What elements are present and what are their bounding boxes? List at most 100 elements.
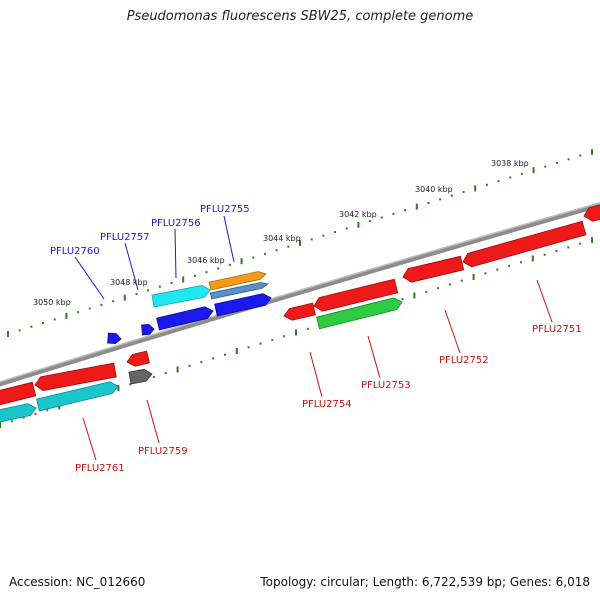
upper-scale-minor-tick — [310, 238, 313, 241]
upper-scale-minor-tick — [147, 289, 150, 292]
upper-scale-major-tick — [65, 312, 68, 319]
upper-scale-major-tick — [415, 203, 418, 210]
gene-label-pflu2761: PFLU2761 — [75, 463, 125, 474]
upper-scale-major-tick — [240, 258, 243, 265]
scale-label-3046: 3046 kbp — [187, 256, 225, 265]
gene-label-pflu2755: PFLU2755 — [200, 204, 250, 215]
leader-pflu2752 — [444, 309, 461, 354]
upper-scale-minor-tick — [439, 198, 442, 201]
gene-pflu2753-red-arrow — [313, 278, 399, 312]
upper-scale-minor-tick — [404, 209, 407, 212]
lower-scale-major-tick — [176, 366, 179, 373]
lower-scale-minor-tick — [129, 383, 132, 386]
lower-scale-major-tick — [295, 329, 297, 336]
labels-layer: 3038 kbp 3040 kbp 3042 kbp 3044 kbp 3046… — [33, 159, 582, 474]
upper-scale-major-tick — [474, 185, 477, 192]
upper-scale-minor-tick — [252, 256, 255, 259]
upper-scale-minor-tick — [275, 249, 278, 252]
lower-scale-major-tick — [235, 348, 238, 354]
upper-scale-major-tick — [182, 276, 185, 283]
lower-scale-major-tick — [413, 292, 416, 299]
lower-scale-minor-tick — [306, 327, 309, 330]
lower-scale-minor-tick — [212, 357, 215, 360]
lower-scale-minor-tick — [34, 412, 37, 415]
lower-scale-minor-tick — [223, 353, 226, 356]
leader-pflu2756 — [174, 228, 177, 279]
lower-scale-minor-tick — [247, 346, 250, 349]
upper-scale-minor-tick — [193, 274, 196, 277]
upper-scale-minor-tick — [42, 322, 45, 325]
lower-scale-minor-tick — [496, 268, 499, 271]
gene-small-forward-arrow — [141, 324, 155, 336]
upper-scale-minor-tick — [555, 161, 558, 164]
accession-text: Accession: NC_012660 — [9, 575, 146, 589]
upper-scale-minor-tick — [217, 267, 220, 270]
upper-scale-minor-tick — [158, 285, 161, 288]
lower-scale-minor-tick — [22, 416, 25, 419]
gene-label-pflu2751: PFLU2751 — [532, 324, 582, 335]
upper-scale-minor-tick — [77, 311, 80, 314]
lower-scale-minor-tick — [10, 420, 13, 423]
lower-scale-minor-tick — [579, 242, 582, 245]
upper-scale-minor-tick — [369, 220, 372, 223]
genome-summary: Topology: circular; Length: 6,722,539 bp… — [260, 575, 590, 589]
gene-pflu2760-arrow — [107, 332, 122, 344]
lower-scale-minor-tick — [200, 361, 203, 364]
upper-scale-minor-tick — [30, 325, 33, 328]
gene-pflu2759-small-arrow — [126, 350, 150, 367]
lower-scale-major-tick — [591, 237, 593, 243]
lower-scale-minor-tick — [46, 409, 49, 412]
upper-scale-minor-tick — [462, 191, 465, 194]
gene-pflu2761-arrow — [34, 362, 117, 392]
genome-backbone-highlight — [0, 202, 600, 383]
upper-scale-minor-tick — [100, 303, 103, 306]
lower-scale-minor-tick — [271, 338, 274, 341]
lower-scale-minor-tick — [401, 298, 404, 301]
gene-label-pflu2752: PFLU2752 — [439, 355, 489, 366]
lower-scale-minor-tick — [425, 290, 428, 293]
lower-scale-minor-tick — [567, 246, 570, 249]
upper-scale-minor-tick — [579, 154, 582, 157]
upper-scale-major-tick — [7, 331, 9, 337]
gene-label-pflu2753: PFLU2753 — [361, 380, 411, 391]
gene-pflu2757-arrow — [156, 306, 214, 331]
upper-scale-major-tick — [123, 294, 126, 301]
upper-scale-major-tick — [591, 149, 593, 155]
upper-scale-minor-tick — [497, 180, 500, 183]
scale-label-3044: 3044 kbp — [263, 234, 301, 243]
leader-pflu2751 — [536, 279, 553, 323]
lower-scale-major-tick — [0, 422, 1, 428]
upper-scale-minor-tick — [263, 252, 266, 255]
upper-scale-minor-tick — [322, 234, 325, 237]
upper-scale-minor-tick — [544, 165, 547, 168]
map-title: Pseudomonas fluorescens SBW25, complete … — [126, 9, 474, 24]
scale-label-3048: 3048 kbp — [110, 278, 148, 287]
scale-label-3042: 3042 kbp — [339, 210, 377, 219]
upper-scale-minor-tick — [205, 271, 208, 274]
upper-scale-minor-tick — [567, 158, 570, 161]
lower-scale-minor-tick — [543, 253, 546, 256]
upper-scale-minor-tick — [228, 263, 231, 266]
upper-scale-minor-tick — [112, 300, 115, 303]
gene-right-edge-arrow — [583, 204, 600, 222]
gene-pflu2753-green-bar — [316, 297, 403, 330]
lower-scale-minor-tick — [519, 261, 522, 264]
upper-scale-major-tick — [357, 221, 360, 228]
lower-scale-minor-tick — [460, 279, 463, 282]
gene-pflu2751-arrow — [462, 220, 587, 268]
lower-scale-major-tick — [472, 274, 475, 280]
gene-label-pflu2759: PFLU2759 — [138, 446, 188, 457]
scale-label-3050: 3050 kbp — [33, 298, 71, 307]
leader-pflu2760 — [74, 256, 105, 300]
lower-scale-minor-tick — [448, 283, 451, 286]
upper-scale-minor-tick — [18, 329, 21, 332]
gene-label-pflu2757: PFLU2757 — [100, 232, 150, 243]
gene-label-pflu2760: PFLU2760 — [50, 246, 100, 257]
lower-scale-minor-tick — [259, 342, 262, 345]
upper-scale-minor-tick — [380, 216, 383, 219]
gene-left-edge-arrow — [0, 381, 37, 406]
lower-scale-minor-tick — [188, 364, 191, 367]
lower-scale-major-tick — [531, 255, 534, 262]
gene-gray-feature — [128, 368, 153, 385]
